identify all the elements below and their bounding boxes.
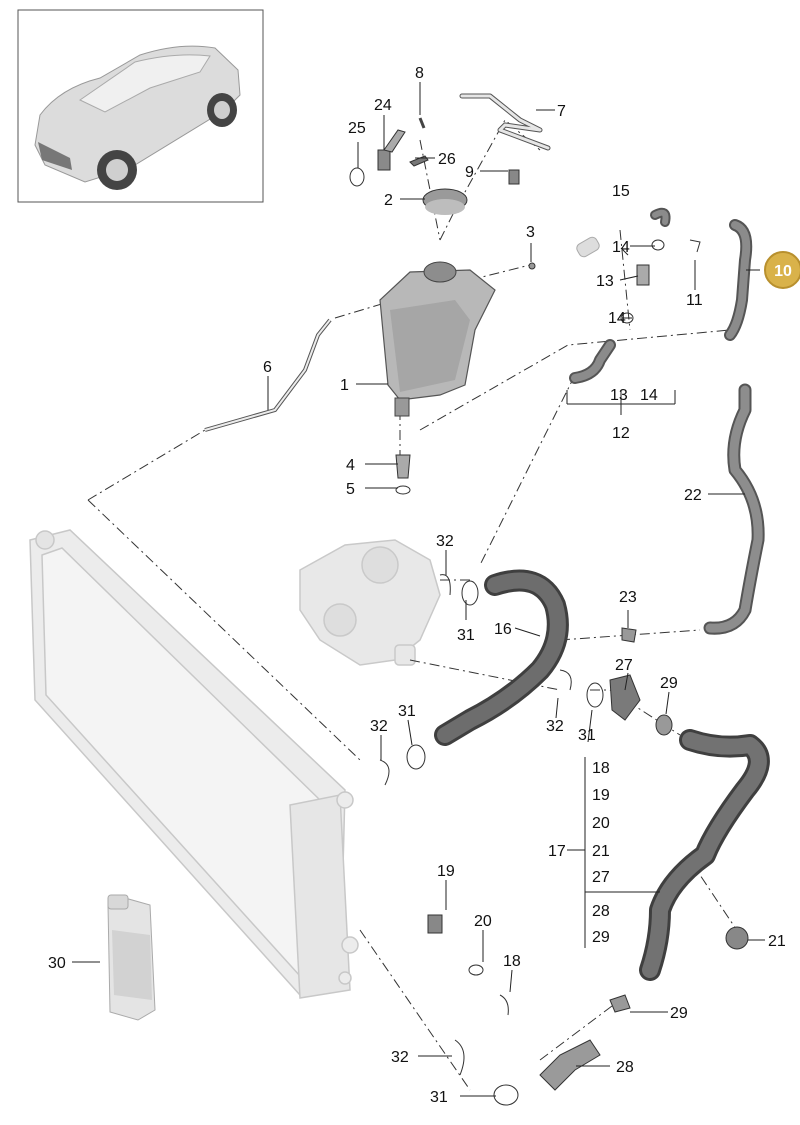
thermostat-housing-ghost bbox=[299, 539, 441, 666]
callout-25: 25 bbox=[348, 120, 366, 137]
tank-cap bbox=[422, 188, 468, 215]
callout-14a: 14 bbox=[612, 239, 630, 256]
callout-32b: 32 bbox=[370, 718, 388, 735]
hose-12 bbox=[569, 207, 701, 384]
callout-10-highlight: 10 bbox=[764, 251, 800, 289]
callout-28b: 28 bbox=[616, 1059, 634, 1076]
expansion-tank bbox=[379, 261, 496, 417]
callout-18b: 18 bbox=[503, 953, 521, 970]
small-parts bbox=[395, 117, 536, 495]
leader-lines bbox=[72, 82, 765, 1097]
callout-29c: 29 bbox=[670, 1005, 688, 1022]
callout-28a: 28 bbox=[592, 903, 610, 920]
hose-17 bbox=[639, 729, 770, 981]
callout-19b: 19 bbox=[437, 863, 455, 880]
callout-24: 24 bbox=[374, 97, 392, 114]
callout-16: 16 bbox=[494, 621, 512, 638]
callout-14b: 14 bbox=[608, 310, 626, 327]
callout-5: 5 bbox=[346, 481, 355, 498]
callout-3: 3 bbox=[526, 224, 535, 241]
callout-8: 8 bbox=[415, 65, 424, 82]
callout-27b: 27 bbox=[592, 869, 610, 886]
callout-32c: 32 bbox=[546, 718, 564, 735]
callout-21b: 21 bbox=[768, 933, 786, 950]
callout-19a: 19 bbox=[592, 787, 610, 804]
coolant-bottle bbox=[107, 894, 156, 1021]
callout-32d: 32 bbox=[391, 1049, 409, 1066]
fittings bbox=[379, 574, 749, 1106]
callout-29a: 29 bbox=[592, 929, 610, 946]
callout-31b: 31 bbox=[398, 703, 416, 720]
callout-6: 6 bbox=[263, 359, 272, 376]
callouts: 1 2 3 4 5 6 7 8 9 10 11 12 13 13 14 14 1… bbox=[48, 65, 800, 1106]
callout-26: 26 bbox=[438, 151, 456, 168]
callout-30: 30 bbox=[48, 955, 66, 972]
callout-23: 23 bbox=[619, 589, 637, 606]
callout-20b: 20 bbox=[474, 913, 492, 930]
callout-31d: 31 bbox=[430, 1089, 448, 1106]
callout-4: 4 bbox=[346, 457, 355, 474]
callout-22: 22 bbox=[684, 487, 702, 504]
hose-22 bbox=[621, 383, 765, 643]
callout-32a: 32 bbox=[436, 533, 454, 550]
callout-21a: 21 bbox=[592, 843, 610, 860]
callout-17: 17 bbox=[548, 843, 566, 860]
callout-1: 1 bbox=[340, 377, 349, 394]
vehicle-thumbnail bbox=[17, 9, 264, 203]
callout-31a: 31 bbox=[457, 627, 475, 644]
callout-2: 2 bbox=[384, 192, 393, 209]
callout-14c: 14 bbox=[640, 387, 658, 404]
hose-10 bbox=[724, 219, 753, 341]
callout-20a: 20 bbox=[592, 815, 610, 832]
callout-18a: 18 bbox=[592, 760, 610, 777]
callout-10: 10 bbox=[774, 263, 792, 280]
callout-7: 7 bbox=[557, 103, 566, 120]
callout-13a: 13 bbox=[596, 273, 614, 290]
callout-13b: 13 bbox=[610, 387, 628, 404]
callout-15: 15 bbox=[612, 183, 630, 200]
callout-11: 11 bbox=[686, 292, 703, 309]
radiator-ghost bbox=[29, 529, 359, 999]
breather-pipe bbox=[459, 93, 551, 151]
callout-9: 9 bbox=[465, 164, 474, 181]
callout-31c: 31 bbox=[578, 727, 596, 744]
callout-29b: 29 bbox=[660, 675, 678, 692]
callout-12: 12 bbox=[612, 425, 630, 442]
hose-16 bbox=[434, 569, 569, 746]
callout-27a: 27 bbox=[615, 657, 633, 674]
vent-line bbox=[204, 318, 332, 432]
